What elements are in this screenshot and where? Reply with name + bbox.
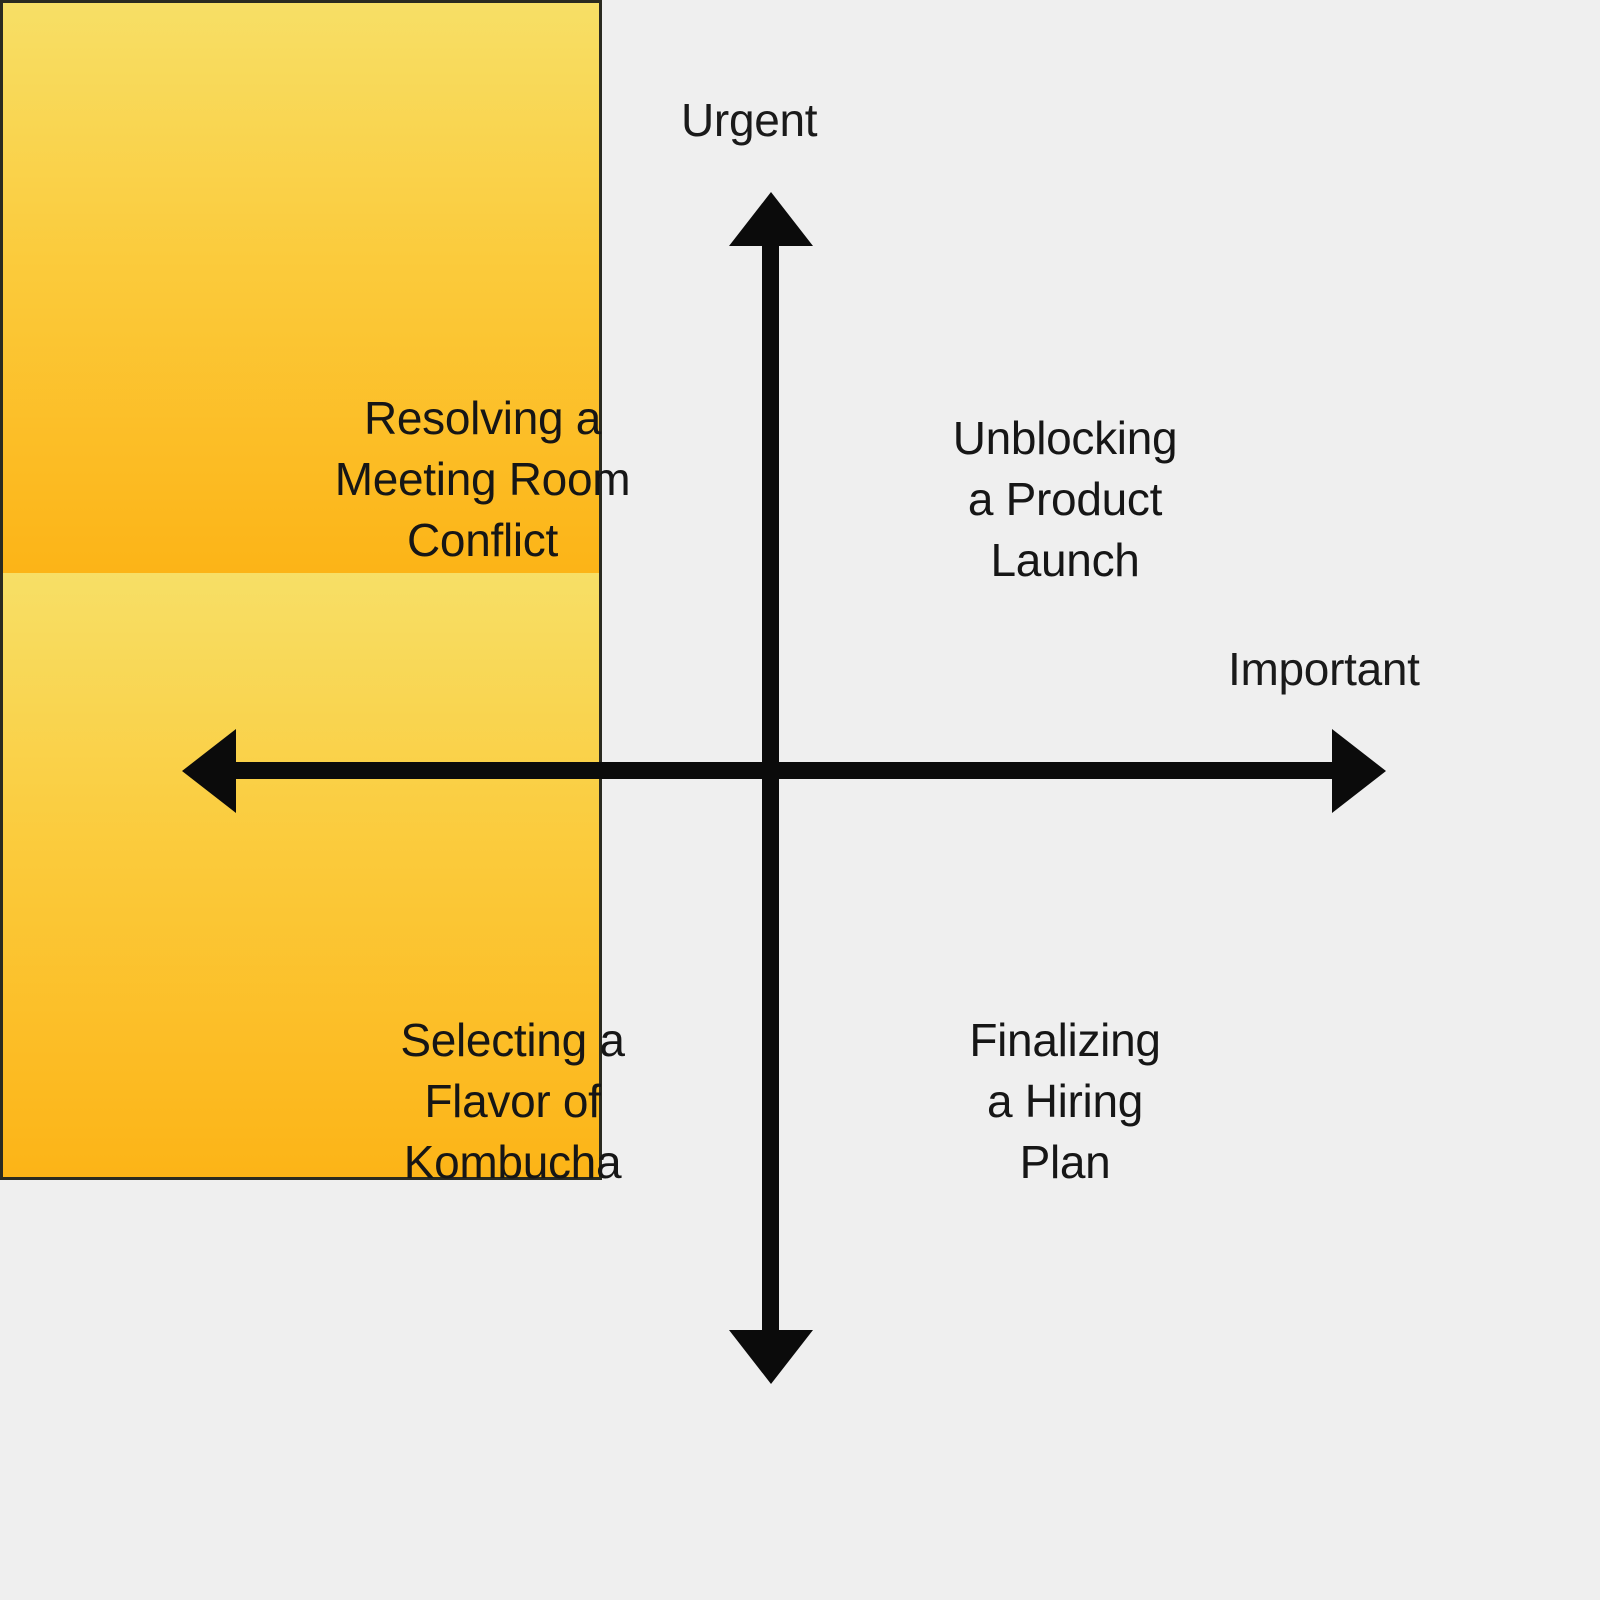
quadrant-highlight-noturgent-important xyxy=(0,573,602,1180)
arrow-left-icon xyxy=(182,729,236,813)
quadrant-label-line: Flavor of xyxy=(424,1075,601,1128)
arrow-right-icon xyxy=(1332,729,1386,813)
quadrant-label-urgent-not-important: Resolving a Meeting Room Conflict xyxy=(245,388,720,572)
quadrant-label-line: Unblocking xyxy=(952,412,1178,464)
quadrant-label-line: Plan xyxy=(1019,1136,1111,1189)
horizontal-axis-line xyxy=(212,762,1362,779)
quadrant-label-not-urgent-important: Finalizing a Hiring Plan xyxy=(830,1010,1300,1194)
x-axis-label-important: Important xyxy=(1228,643,1420,695)
quadrant-label-urgent-important: Unblocking a Product Launch xyxy=(830,408,1300,592)
quadrant-label-line: Finalizing xyxy=(969,1014,1161,1066)
arrow-down-icon xyxy=(729,1330,813,1384)
arrow-up-icon xyxy=(729,192,813,246)
quadrant-label-line: Kombucha xyxy=(403,1136,622,1189)
quadrant-label-line: a Product xyxy=(967,473,1163,526)
quadrant-label-line: a Hiring xyxy=(986,1075,1144,1128)
quadrant-label-line: Launch xyxy=(990,534,1140,587)
quadrant-label-not-urgent-not-important: Selecting a Flavor of Kombucha xyxy=(275,1010,750,1194)
vertical-axis-line xyxy=(762,222,779,1362)
quadrant-label-line: Resolving a xyxy=(363,392,602,444)
quadrant-label-line: Conflict xyxy=(407,514,558,567)
y-axis-label-urgent: Urgent xyxy=(681,94,818,146)
quadrant-highlight-urgent-important xyxy=(0,0,602,573)
quadrant-label-line: Meeting Room xyxy=(334,453,631,506)
quadrant-label-line: Selecting a xyxy=(400,1014,625,1066)
